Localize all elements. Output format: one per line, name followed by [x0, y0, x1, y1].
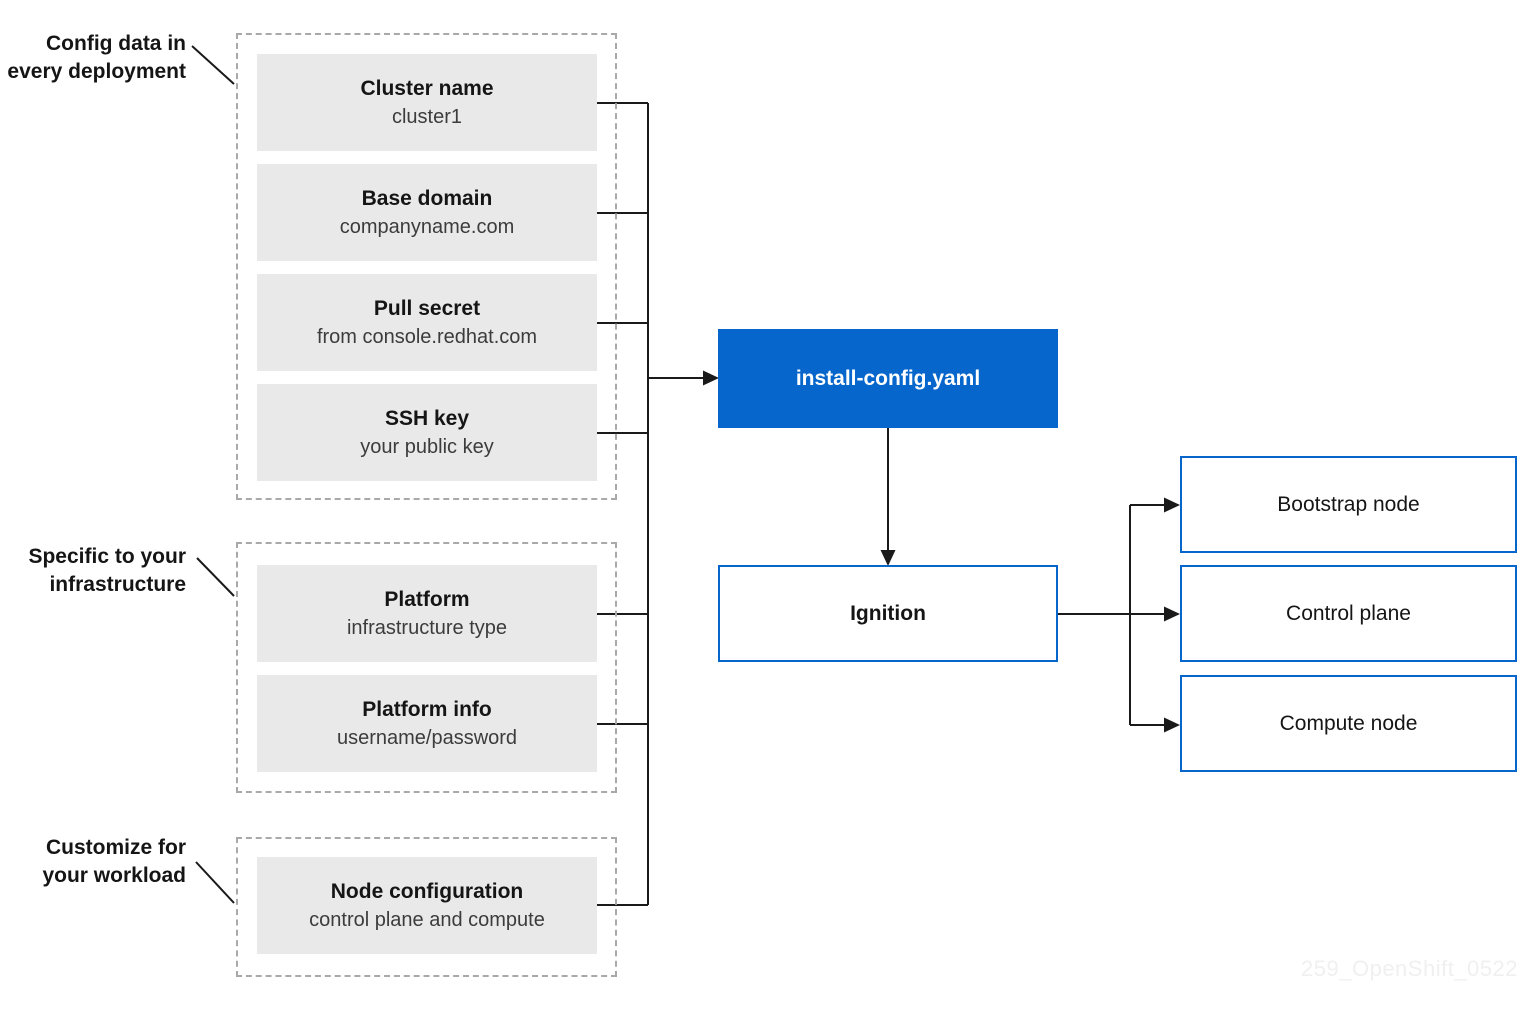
watermark-text: 259_OpenShift_0522 — [1301, 956, 1518, 981]
config-box-node-configuration: Node configuration control plane and com… — [257, 857, 597, 954]
group-workload — [236, 837, 617, 977]
install-config-yaml-label: install-config.yaml — [795, 366, 981, 390]
config-box-base-domain: Base domain companyname.com — [257, 164, 597, 261]
box-title: Node configuration — [330, 879, 524, 903]
ignition-label: Ignition — [850, 601, 926, 625]
box-title: Base domain — [361, 186, 493, 210]
box-subtitle: control plane and compute — [309, 908, 545, 931]
annotation-line: Config data in — [46, 32, 186, 55]
box-subtitle: your public key — [360, 435, 494, 458]
control-plane-label: Control plane — [1286, 601, 1411, 625]
group-infrastructure — [236, 542, 617, 793]
compute-node-box: Compute node — [1180, 675, 1517, 772]
box-title: Cluster name — [360, 76, 494, 100]
annotation-line: your workload — [42, 864, 186, 887]
annotation-customize-workload: Customize for your workload — [0, 834, 186, 890]
group-config-data — [236, 33, 617, 500]
bootstrap-node-box: Bootstrap node — [1180, 456, 1517, 553]
box-title: Pull secret — [373, 296, 481, 320]
config-box-pull-secret: Pull secret from console.redhat.com — [257, 274, 597, 371]
box-title: Platform info — [362, 697, 492, 721]
install-config-yaml-box: install-config.yaml — [718, 329, 1058, 428]
box-subtitle: username/password — [336, 726, 518, 749]
ignition-box: Ignition — [718, 565, 1058, 662]
config-box-cluster-name: Cluster name cluster1 — [257, 54, 597, 151]
annotation-line: infrastructure — [49, 573, 186, 596]
config-box-ssh-key: SSH key your public key — [257, 384, 597, 481]
annotation-line: Customize for — [45, 836, 186, 859]
bootstrap-node-label: Bootstrap node — [1277, 492, 1420, 516]
annotation-line: Specific to your — [28, 545, 186, 568]
control-plane-node-box: Control plane — [1180, 565, 1517, 662]
annotation-config-data: Config data in every deployment — [0, 30, 186, 86]
config-box-platform: Platform infrastructure type — [257, 565, 597, 662]
box-subtitle: infrastructure type — [346, 616, 508, 639]
box-title: Platform — [384, 587, 470, 611]
annotation-specific-infrastructure: Specific to your infrastructure — [0, 543, 186, 599]
config-box-platform-info: Platform info username/password — [257, 675, 597, 772]
box-subtitle: companyname.com — [339, 215, 515, 238]
box-subtitle: from console.redhat.com — [316, 325, 538, 348]
compute-node-label: Compute node — [1279, 711, 1418, 735]
box-subtitle: cluster1 — [391, 105, 463, 128]
box-title: SSH key — [384, 406, 470, 430]
annotation-line: every deployment — [7, 60, 186, 83]
